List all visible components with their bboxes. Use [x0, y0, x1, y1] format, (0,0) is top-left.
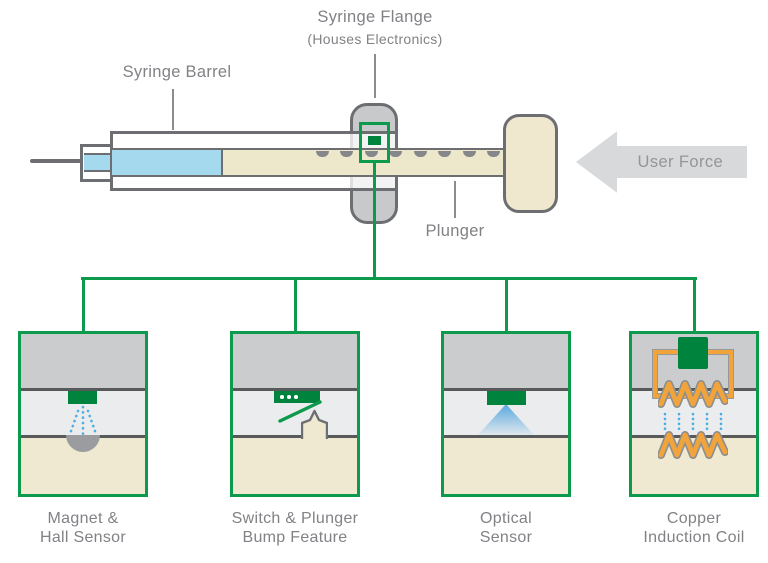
magnet-icon [66, 435, 100, 452]
upper-coil-icon [658, 380, 728, 408]
electronics-highlight-box [359, 122, 390, 163]
copper-induction-coil-label: Copper Induction Coil [614, 509, 768, 547]
flange-electronics-chip [368, 136, 381, 145]
housing-layer [21, 334, 145, 388]
layer-divider [21, 388, 145, 391]
switch-lever-icon [278, 400, 322, 423]
connector-main-vertical [373, 161, 376, 280]
label-line-1: Optical [480, 510, 532, 527]
plunger-bump [389, 150, 402, 157]
flange-leader-line [374, 54, 376, 98]
plunger-layer [444, 438, 568, 494]
plunger-layer [233, 438, 357, 494]
switch-plunger-bump-box [230, 331, 360, 497]
housing-layer [444, 334, 568, 388]
copper-induction-coil-box [629, 331, 759, 497]
plunger-bump [462, 150, 476, 157]
layer-divider [233, 435, 357, 438]
connector-bus [81, 277, 697, 280]
connector-drop-4 [692, 278, 696, 331]
switch-body-icon [274, 391, 320, 403]
layer-divider [444, 435, 568, 438]
layer-divider [233, 388, 357, 391]
label-line-1: Magnet & [47, 510, 119, 527]
magnetic-field-lines-icon [68, 405, 98, 436]
plunger-thumb-rest [503, 114, 558, 213]
hub-liquid [84, 153, 112, 172]
plunger-bump [340, 150, 353, 157]
housing-layer [233, 334, 357, 388]
flange-label-subtitle: (Houses Electronics) [307, 31, 443, 47]
barrel-liquid [110, 148, 223, 177]
user-force-label: User Force [637, 153, 724, 171]
label-line-2: Induction Coil [643, 529, 745, 546]
plunger-bump [487, 150, 500, 157]
label-line-2: Hall Sensor [39, 529, 126, 546]
hall-sensor-chip [68, 391, 97, 404]
layer-divider [632, 435, 756, 438]
barrel-label: Syringe Barrel [122, 63, 232, 81]
switch-contact-dot [294, 395, 298, 399]
label-line-2: Sensor [479, 529, 533, 546]
magnet-hall-sensor-box [18, 331, 148, 497]
magnetic-flux-dots-icon [663, 412, 723, 435]
label-line-1: Switch & Plunger [231, 510, 359, 527]
optical-sensor-chip [487, 391, 526, 405]
label-line-1: Copper [666, 510, 722, 527]
lower-coil-icon [658, 431, 728, 459]
label-line-2: Bump Feature [242, 529, 348, 546]
layer-divider [444, 388, 568, 391]
plunger-leader-line [454, 181, 456, 218]
switch-contact-dot [280, 395, 284, 399]
optical-sensor-box [441, 331, 571, 497]
connector-drop-3 [504, 278, 508, 331]
magnet-hall-sensor-label: Magnet & Hall Sensor [3, 509, 163, 547]
optical-sensor-label: Optical Sensor [426, 509, 586, 547]
user-force-arrow: User Force [576, 131, 747, 193]
barrel-leader-line [172, 89, 174, 130]
plunger-label: Plunger [425, 222, 485, 240]
switch-plunger-bump-label: Switch & Plunger Bump Feature [215, 509, 375, 547]
connector-drop-1 [81, 278, 85, 331]
connector-drop-2 [294, 278, 297, 331]
needle [30, 159, 86, 163]
flange-label-title: Syringe Flange [317, 8, 433, 26]
switch-contact-dot [287, 395, 291, 399]
plunger-bump [364, 150, 378, 157]
plunger-bump [438, 150, 451, 157]
layer-divider [632, 388, 756, 391]
coil-electronics-chip [678, 337, 708, 369]
plunger-bump-feature-icon [301, 409, 328, 439]
plunger-bump [413, 150, 427, 157]
plunger-bump [315, 150, 329, 157]
